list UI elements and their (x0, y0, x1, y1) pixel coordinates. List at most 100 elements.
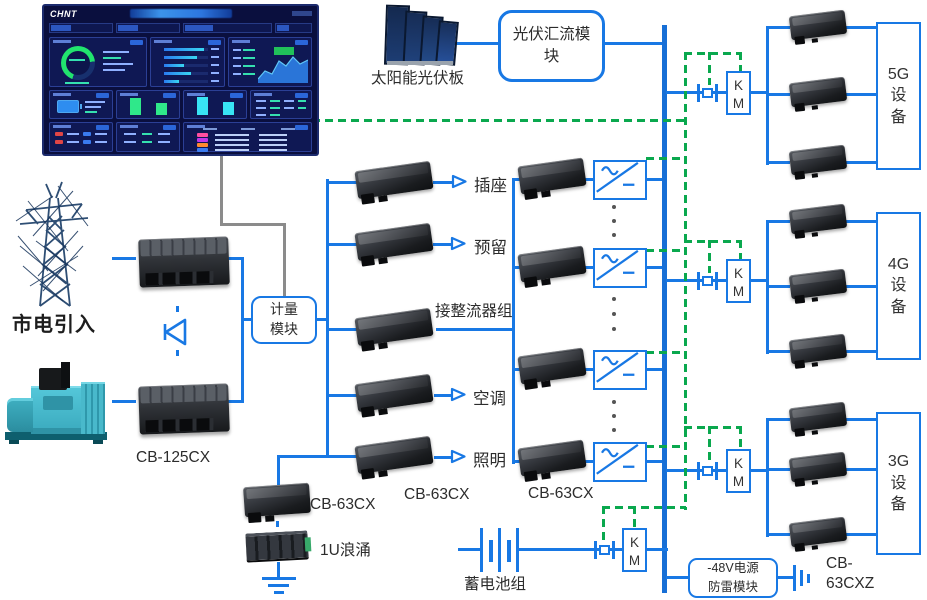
cb63-breaker (354, 160, 434, 200)
area-chart (258, 47, 308, 83)
equipment-breaker (788, 516, 848, 548)
3g-collector (766, 418, 769, 537)
cb63-breaker (517, 157, 587, 195)
monitor-dash-bus (684, 52, 687, 510)
cb63-right-label: CB-63CX (528, 485, 594, 502)
ac-dc-rectifier-icon (593, 350, 647, 390)
wire (845, 285, 878, 288)
fuse-icon (697, 272, 718, 290)
cyan-bars-panel (183, 90, 247, 119)
dashboard-filter (183, 23, 272, 33)
wire (766, 418, 790, 421)
wire (845, 26, 878, 29)
wire (327, 243, 357, 246)
ac-dc-rectifier-icon (593, 248, 647, 288)
cb63-surge-label: CB-63CX (310, 496, 376, 513)
cb63-surge-breaker (243, 482, 311, 518)
monitor-link-line (220, 155, 223, 225)
cb63-breaker (517, 439, 587, 477)
wire (845, 533, 878, 536)
wire (277, 455, 280, 488)
monitor-dash (684, 426, 742, 429)
cb63-breaker (354, 307, 434, 347)
wire (433, 181, 453, 184)
chnt-logo: CHNT (50, 9, 77, 19)
arrow-icon (450, 236, 466, 251)
equipment-breaker (788, 144, 848, 176)
wire (845, 468, 878, 471)
dashboard-version-text (292, 11, 312, 16)
rectifier-feed-label: 接整流器组 (435, 303, 513, 320)
gauge-panel (49, 37, 147, 87)
cb63-breaker (517, 245, 587, 283)
arrow-icon (451, 174, 467, 189)
ac-dc-rectifier-icon (593, 442, 647, 482)
wire (766, 285, 790, 288)
wire (112, 257, 136, 260)
feeder-bus-2 (512, 178, 515, 464)
dc-main-bus (662, 25, 667, 593)
monitor-dash (739, 52, 742, 72)
fuse-icon (697, 462, 718, 480)
wire (766, 161, 790, 164)
monitor-link-line (283, 223, 286, 299)
wire (645, 460, 667, 463)
wire (434, 394, 452, 397)
ats-symbol-icon (158, 316, 192, 348)
wire (645, 266, 667, 269)
monitor-dash (646, 157, 686, 160)
cb125-breaker-top (138, 236, 230, 288)
wire (327, 394, 357, 397)
wire (845, 350, 878, 353)
wire (666, 576, 690, 579)
trend-chart-panel (228, 37, 312, 87)
surge-1u-label: 1U浪涌 (320, 542, 371, 559)
wire (645, 178, 667, 181)
protection-module-box: -48V电源 防雷模块 (688, 558, 778, 598)
wire (228, 257, 244, 260)
wire (433, 243, 452, 246)
fuse-icon (594, 541, 615, 559)
km-contactor-5g: K M (726, 71, 751, 115)
monitor-dash (646, 445, 686, 448)
wire (845, 161, 878, 164)
monitor-dash (708, 52, 711, 85)
wire (580, 460, 595, 463)
km-contactor-battery: K M (622, 528, 647, 572)
monitor-dash (684, 52, 742, 55)
monitor-dash-main (312, 119, 687, 122)
wire (845, 220, 878, 223)
monitor-dash (684, 240, 742, 243)
gauge-ring (61, 46, 95, 80)
pv-combiner-box: 光伏汇流模 块 (498, 10, 605, 82)
monitor-dash (708, 426, 711, 463)
equipment-breaker (788, 268, 848, 300)
mains-label: 市电引入 (12, 314, 96, 336)
ac-dc-rectifier-icon (593, 160, 647, 200)
cb125-label: CB-125CX (136, 449, 211, 466)
bars-panel (150, 37, 225, 87)
monitor-dash (739, 426, 742, 450)
event-table-panel (183, 122, 312, 152)
cb125-breaker-bottom (138, 383, 230, 435)
alarm-tags-panel (49, 122, 113, 152)
wire (766, 533, 790, 536)
metering-module-box: 计量 模块 (251, 296, 317, 344)
monitor-dash (633, 506, 636, 529)
wire (458, 548, 480, 551)
equipment-box-3g: 3G 设 备 (876, 412, 921, 555)
fuse-icon (697, 84, 718, 102)
wire (766, 220, 790, 223)
equipment-breaker (788, 203, 848, 235)
load-label-lighting: 照明 (473, 452, 506, 470)
equipment-breaker (788, 451, 848, 483)
cb63-breaker (354, 435, 434, 475)
wire (580, 178, 595, 181)
wire (766, 93, 790, 96)
monitor-dash (646, 249, 686, 252)
wire (645, 368, 667, 371)
equipment-box-5g: 5G 设 备 (876, 22, 921, 170)
wire (241, 318, 254, 321)
equipment-box-4g: 4G 设 备 (876, 212, 921, 360)
wire (580, 368, 595, 371)
